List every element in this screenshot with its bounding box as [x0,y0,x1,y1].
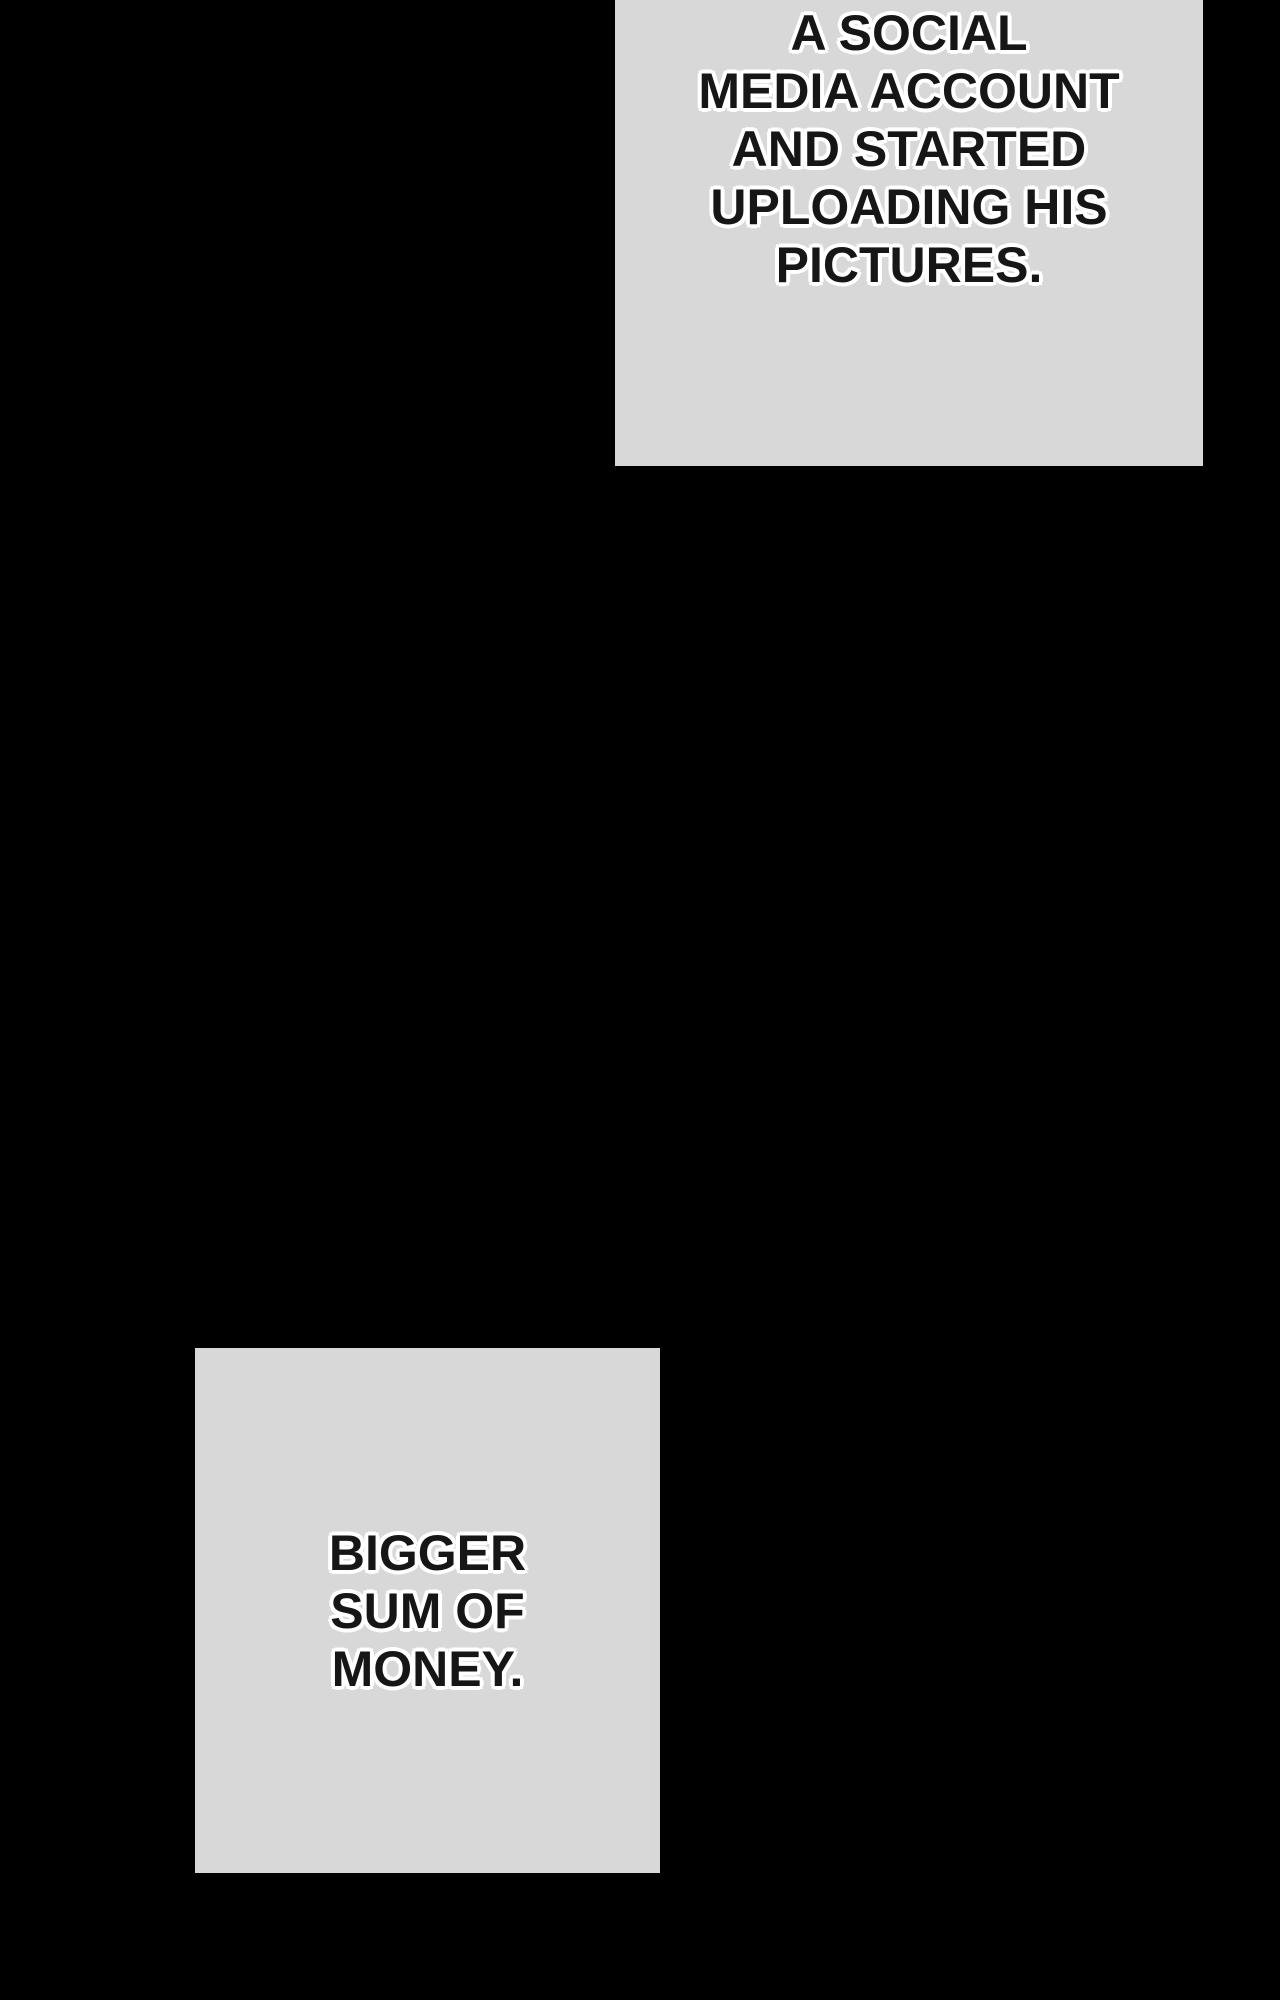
narration-caption-top: A SOCIAL MEDIA ACCOUNT AND STARTED UPLOA… [698,5,1120,293]
narration-panel-bottom: BIGGER SUM OF MONEY. [195,1348,660,1873]
narration-caption-bottom: BIGGER SUM OF MONEY. [328,1524,527,1697]
narration-panel-top: A SOCIAL MEDIA ACCOUNT AND STARTED UPLOA… [615,0,1203,466]
